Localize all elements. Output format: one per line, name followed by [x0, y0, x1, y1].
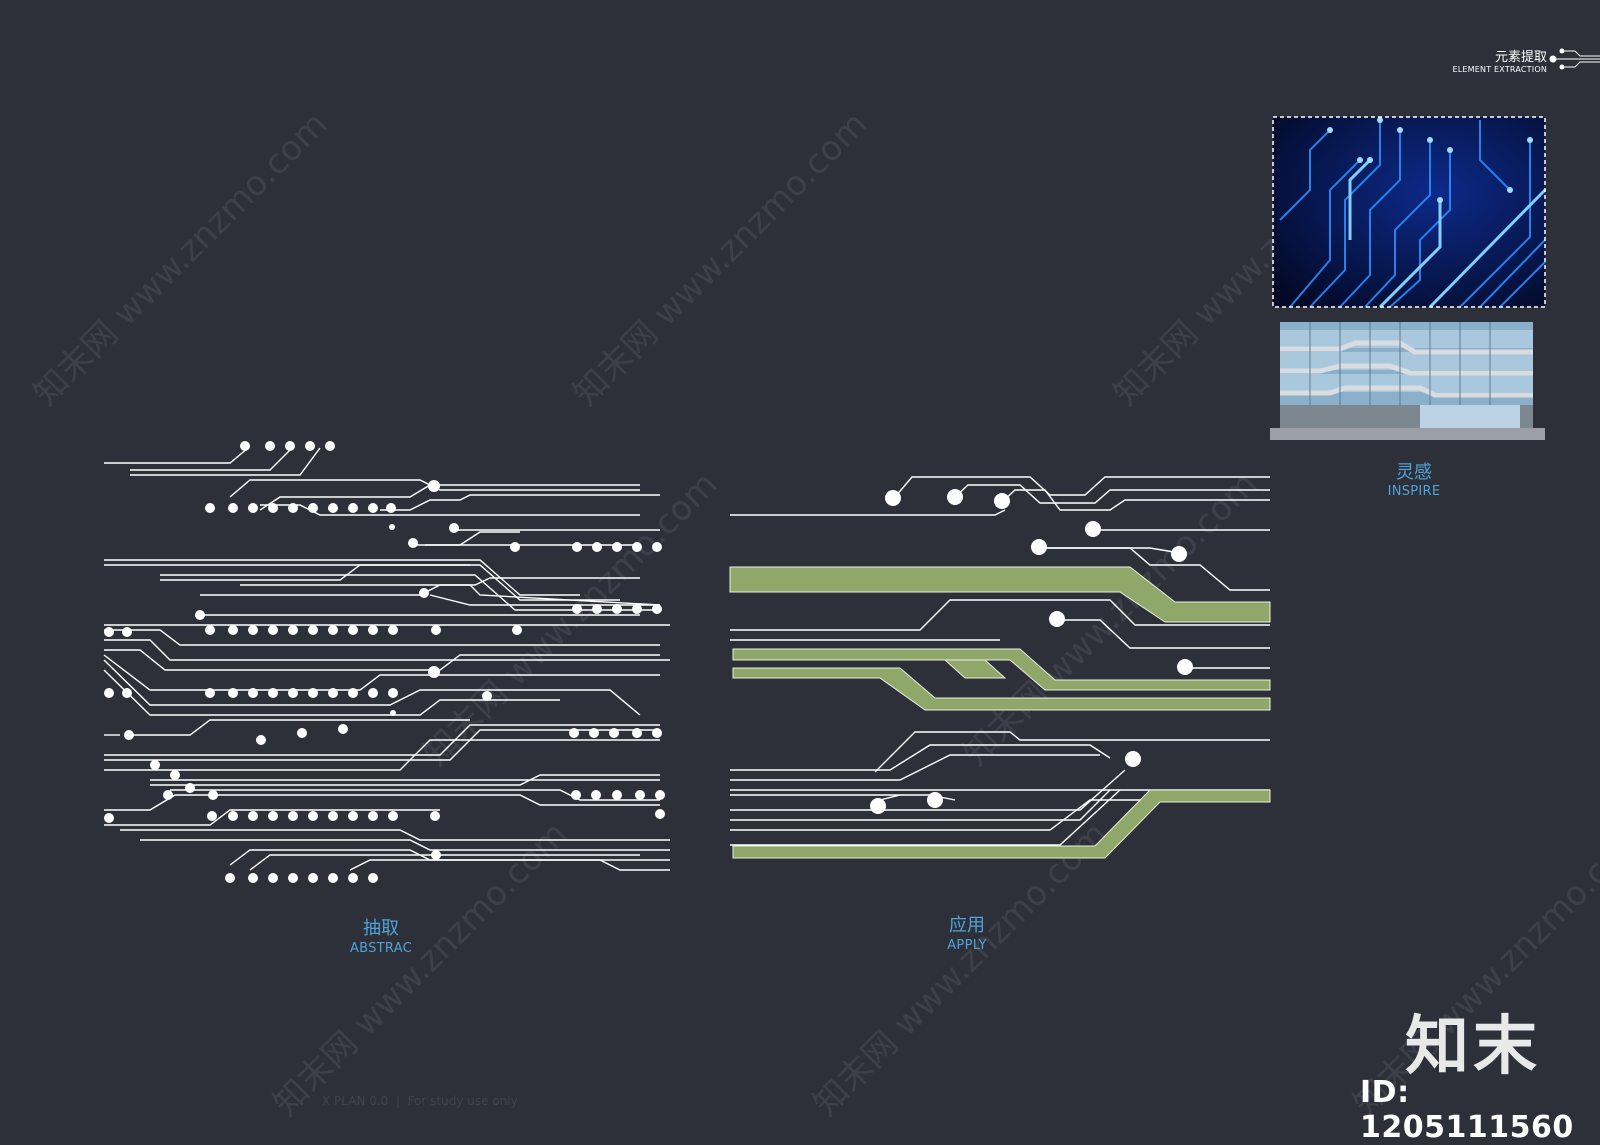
- inspire-label-en: INSPIRE: [1387, 484, 1441, 499]
- abstract-label-en: ABSTRAC: [349, 941, 413, 956]
- inspire-label-cn: 灵感: [1396, 462, 1432, 483]
- brand-id: ID: 1205111560: [1360, 1075, 1574, 1145]
- header-title-en: ELEMENT EXTRACTION: [1452, 65, 1547, 74]
- apply-label-cn: 应用: [949, 915, 985, 936]
- footer-text: X PLAN 0.0 | For study use only: [322, 1094, 518, 1108]
- brand-logo: 知末: [1405, 1010, 1541, 1084]
- apply-label-en: APPLY: [947, 938, 987, 953]
- header-title-cn: 元素提取: [1494, 50, 1547, 65]
- abstract-label-cn: 抽取: [363, 918, 399, 939]
- section-header: 元素提取 ELEMENT EXTRACTION: [1380, 46, 1548, 74]
